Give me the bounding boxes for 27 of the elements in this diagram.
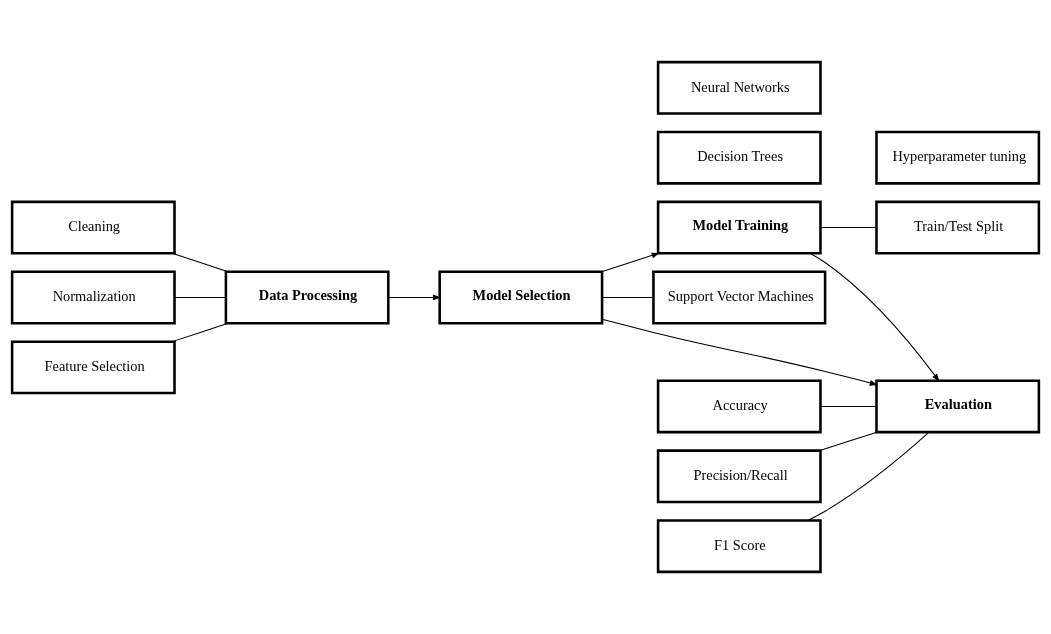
connector	[820, 227, 877, 229]
node-box: Hyperparameter tuning	[875, 130, 1041, 185]
connector	[171, 252, 229, 273]
arrow	[601, 318, 878, 386]
node-box: Decision Trees	[656, 130, 822, 185]
node-box: Evaluation	[875, 379, 1041, 434]
node-box: F1 Score	[656, 519, 822, 574]
connector	[174, 296, 227, 298]
node-box: Neural Networks	[656, 60, 822, 115]
arrow	[387, 294, 442, 301]
connector	[819, 431, 878, 452]
arrow	[809, 252, 940, 382]
connector	[820, 405, 877, 407]
node-box: Normalization	[10, 270, 176, 325]
arrow	[601, 252, 660, 273]
node-box: Train/Test Split	[875, 200, 1041, 255]
node-box: Model Training	[656, 200, 822, 255]
connector	[601, 296, 654, 298]
node-box: Support Vector Machines	[652, 270, 827, 325]
node-box: Feature Selection	[10, 340, 176, 395]
node-box: Data Processing	[224, 270, 390, 325]
node-box: Precision/Recall	[656, 449, 822, 504]
connector	[171, 322, 229, 343]
connector	[807, 431, 930, 521]
node-box: Accuracy	[656, 379, 822, 434]
node-box: Cleaning	[10, 200, 176, 255]
node-box: Model Selection	[438, 270, 604, 325]
